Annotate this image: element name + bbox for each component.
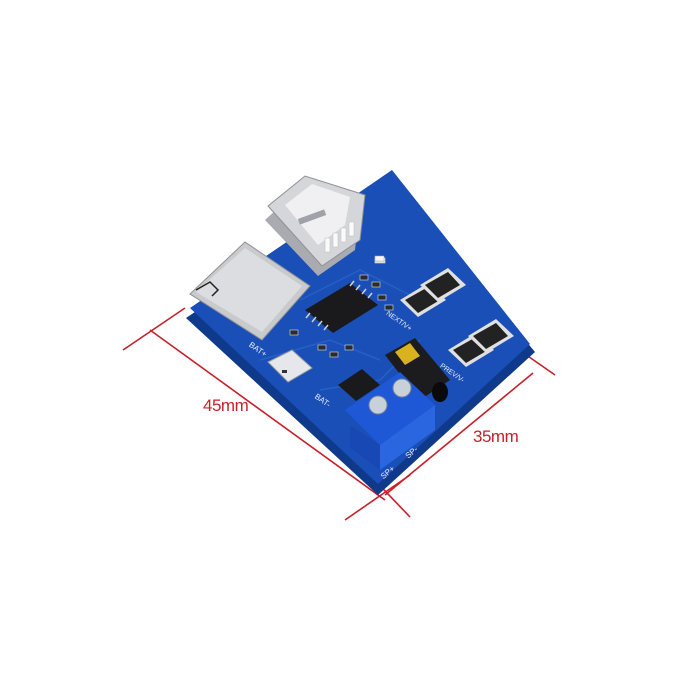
audio-jack: [385, 338, 450, 402]
status-led: [374, 255, 385, 262]
tactile-buttons: [400, 268, 514, 367]
micro-usb-port: [267, 349, 313, 383]
decoder-ic: [305, 280, 378, 333]
tf-card-slot: [189, 241, 311, 341]
width-dimension-label: 45mm: [203, 396, 249, 415]
height-dimension-label: 35mm: [473, 427, 519, 446]
button-vol-up: [420, 268, 466, 302]
usb-a-port: [265, 175, 366, 276]
button-vol-down: [468, 319, 514, 353]
screw-terminal: [345, 372, 435, 470]
amplifier-ic: [338, 369, 380, 401]
